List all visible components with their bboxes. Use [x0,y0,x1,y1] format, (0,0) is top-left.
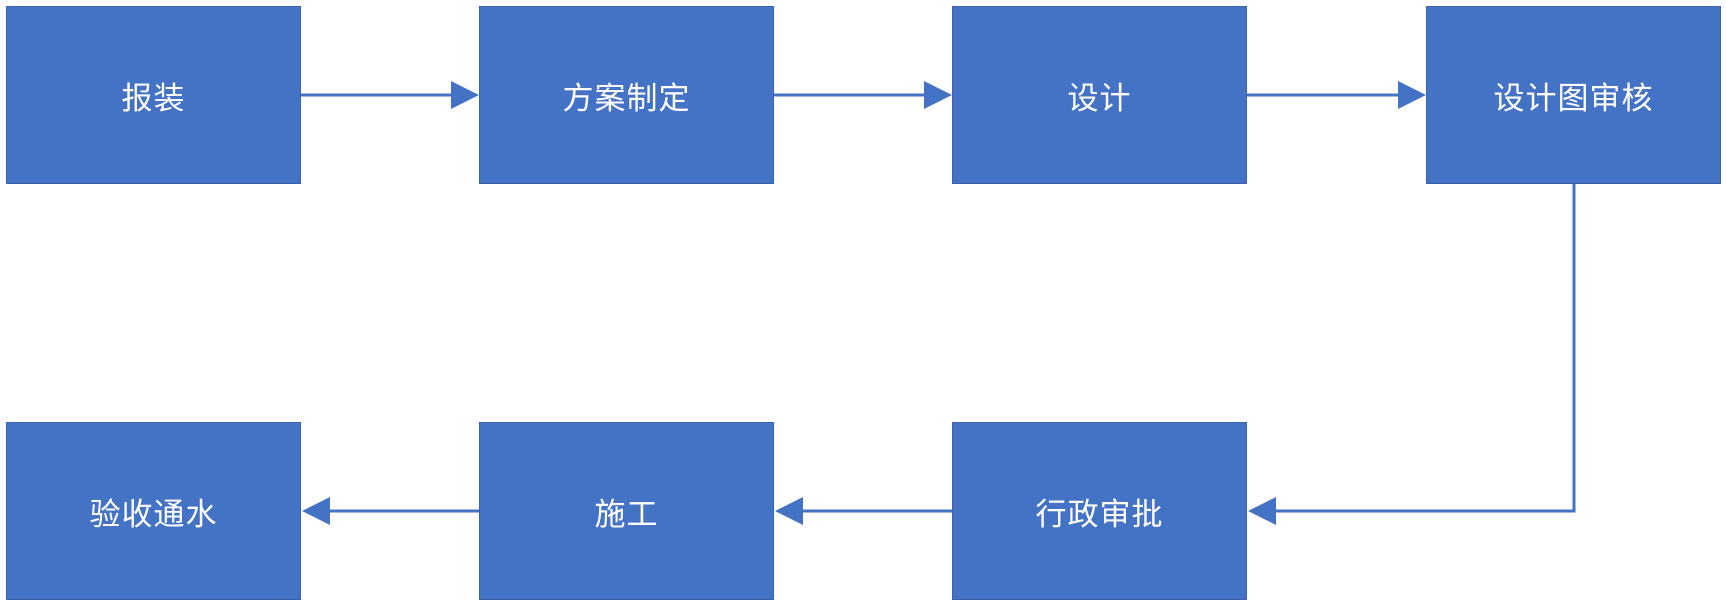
step-label: 设计图审核 [1493,80,1654,117]
step-box-baozhuang[interactable]: 报装 [6,6,301,184]
step-label: 施工 [594,496,659,533]
step-box-sheji[interactable]: 设计 [952,6,1247,184]
step-label: 报装 [121,80,186,117]
step-label: 行政审批 [1035,496,1164,533]
step-box-shejitu-shenhe[interactable]: 设计图审核 [1426,6,1721,184]
arrow-head-left-icon [302,497,330,525]
arrow-head-left-icon [1248,497,1276,525]
connector-shenhe-to-xingzheng [1273,184,1576,513]
step-box-yanshou-tongshui[interactable]: 验收通水 [6,422,301,600]
arrow-head-right-icon [1398,81,1426,109]
step-label: 验收通水 [89,496,218,533]
arrow-head-right-icon [451,81,479,109]
arrow-head-right-icon [924,81,952,109]
step-label: 设计 [1067,80,1132,117]
step-box-fangan-zhiding[interactable]: 方案制定 [479,6,774,184]
step-label: 方案制定 [562,80,691,117]
step-box-shigong[interactable]: 施工 [479,422,774,600]
arrow-head-left-icon [775,497,803,525]
step-box-xingzheng-shenpi[interactable]: 行政审批 [952,422,1247,600]
